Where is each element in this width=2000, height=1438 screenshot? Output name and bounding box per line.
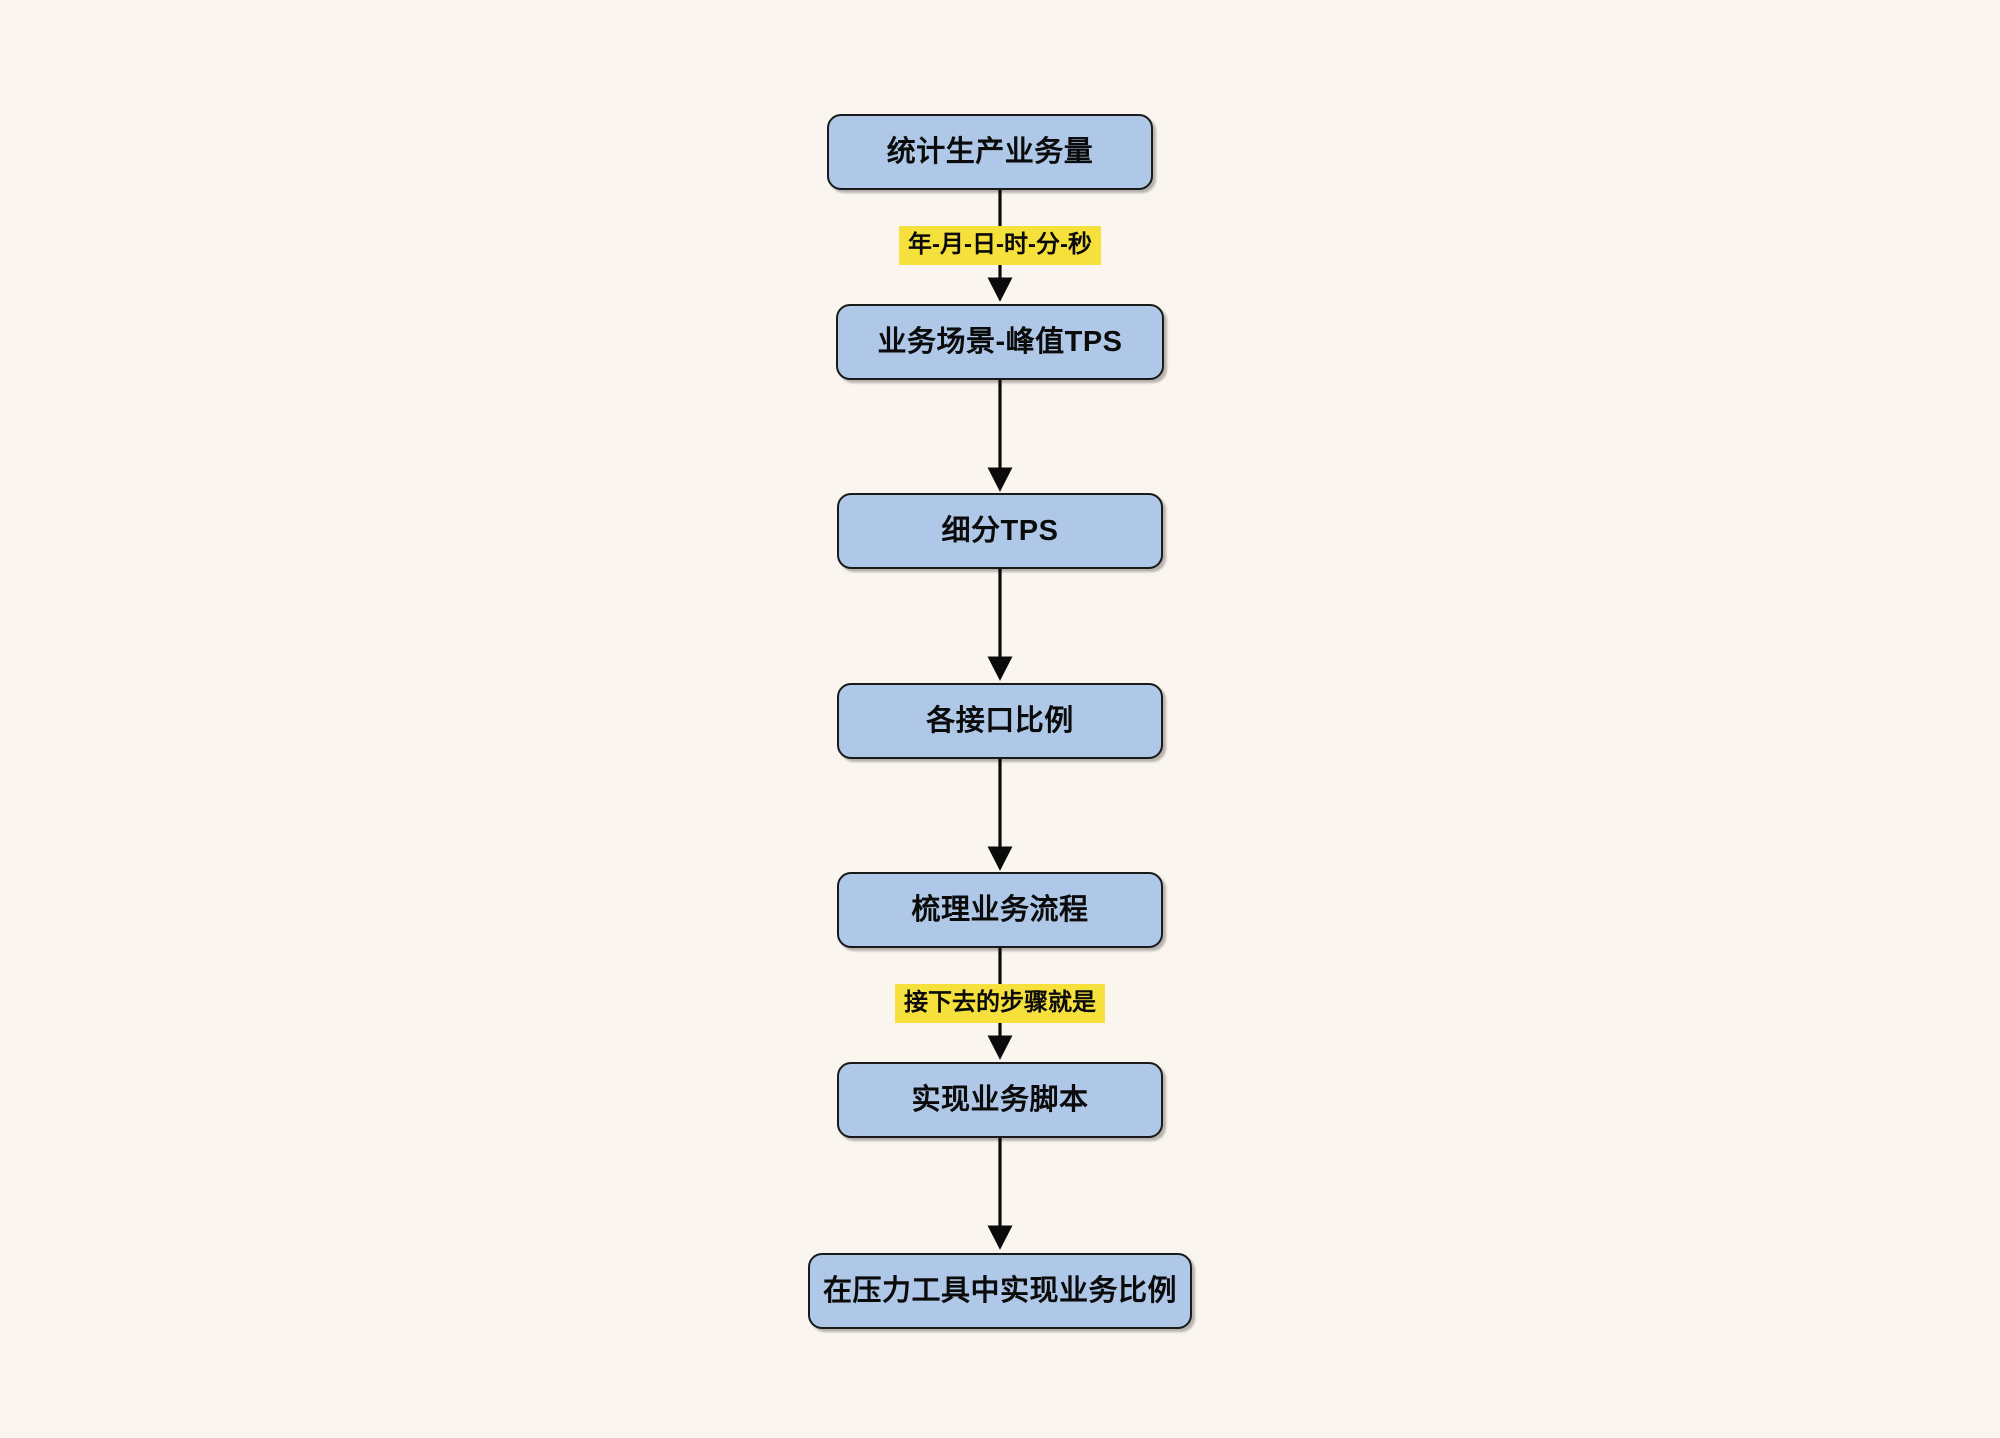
flow-node-label: 业务场景-峰值TPS bbox=[877, 325, 1123, 358]
flow-node-label: 各接口比例 bbox=[926, 704, 1074, 737]
flow-node-peak-tps[interactable]: 业务场景-峰值TPS bbox=[836, 304, 1164, 380]
flow-node-label: 实现业务脚本 bbox=[911, 1083, 1089, 1116]
flow-node-implement-script[interactable]: 实现业务脚本 bbox=[837, 1062, 1163, 1138]
flow-node-label: 在压力工具中实现业务比例 bbox=[822, 1274, 1177, 1307]
flow-node-interface-ratio[interactable]: 各接口比例 bbox=[837, 683, 1163, 759]
edge-label-time-granularity: 年-月-日-时-分-秒 bbox=[899, 226, 1101, 265]
flow-node-statistics[interactable]: 统计生产业务量 bbox=[827, 114, 1153, 190]
flow-node-business-process[interactable]: 梳理业务流程 bbox=[837, 872, 1163, 948]
flow-node-label: 梳理业务流程 bbox=[911, 893, 1089, 926]
flow-node-label: 统计生产业务量 bbox=[886, 135, 1094, 168]
flow-node-load-tool-ratio[interactable]: 在压力工具中实现业务比例 bbox=[808, 1253, 1192, 1329]
flow-node-label: 细分TPS bbox=[941, 514, 1059, 547]
flow-node-subdivide-tps[interactable]: 细分TPS bbox=[837, 493, 1163, 569]
edge-label-next-step: 接下去的步骤就是 bbox=[895, 984, 1105, 1023]
